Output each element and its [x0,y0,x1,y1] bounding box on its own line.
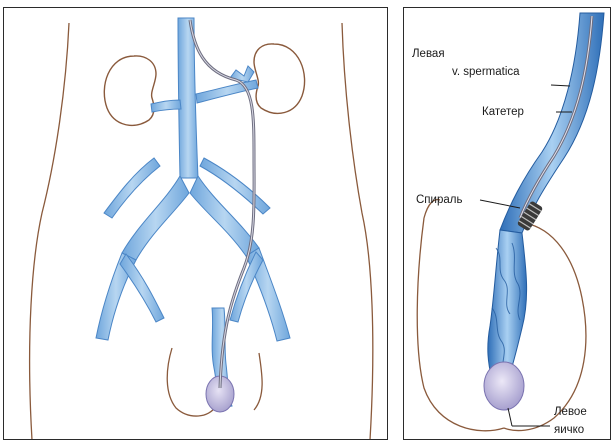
label-left-vein-line1: Левая [412,48,445,61]
body-outline [30,23,373,440]
overview-panel [3,7,388,440]
left-testis-detail [484,362,524,410]
label-testis-line1: Левое [554,406,587,419]
right-kidney [254,44,305,113]
label-catheter: Катетер [482,106,524,119]
left-kidney [104,56,156,125]
label-left-vein-line2: v. spermatica [452,66,520,79]
detail-panel: Левая v. spermatica Катетер Спираль Лево… [403,7,611,440]
label-coil: Спираль [416,194,462,207]
label-testis-line2: яичко [554,424,584,437]
venous-anatomy-illustration [4,8,388,440]
